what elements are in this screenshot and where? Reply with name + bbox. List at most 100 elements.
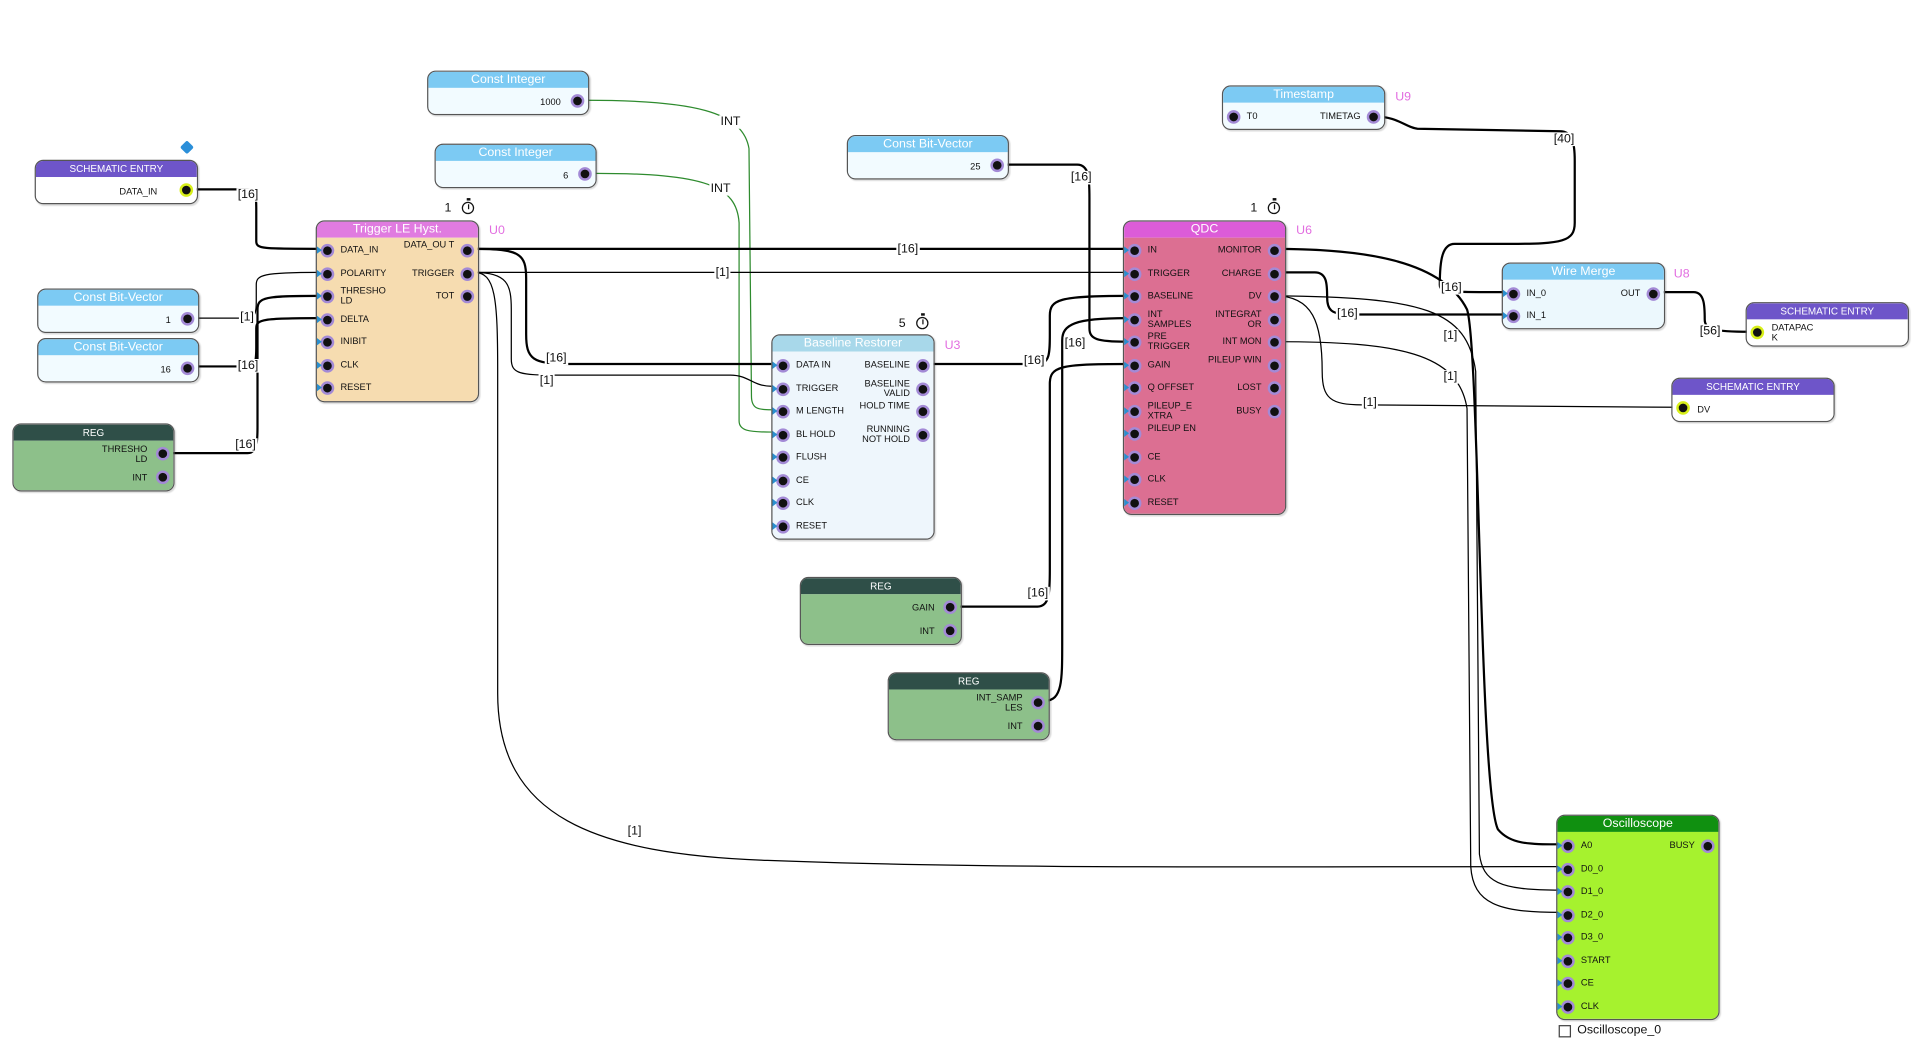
const-integer-block[interactable]: Const Integer 1000 (427, 70, 590, 116)
input-pin[interactable] (1561, 839, 1575, 853)
output-pin[interactable] (460, 243, 475, 258)
output-pin[interactable] (1267, 266, 1282, 281)
output-pin[interactable] (460, 289, 475, 304)
wire-label: [1] (1442, 329, 1459, 343)
output-pin[interactable] (916, 427, 930, 442)
output-pin[interactable] (1267, 312, 1282, 327)
network-icon (1558, 1025, 1572, 1038)
output-pin[interactable] (180, 361, 195, 376)
schematic-entry-block[interactable]: SCHEMATIC ENTRY DATA_IN (34, 159, 199, 205)
output-pin[interactable] (1267, 335, 1282, 350)
input-pin[interactable] (1127, 495, 1142, 510)
output-pin[interactable] (155, 470, 170, 485)
output-pin[interactable] (916, 404, 930, 419)
input-pin[interactable] (1750, 325, 1765, 340)
input-pin[interactable] (776, 427, 790, 442)
input-pin[interactable] (1676, 401, 1690, 415)
input-arrow-icon (316, 360, 322, 369)
output-pin[interactable] (1267, 243, 1282, 258)
input-pin[interactable] (1127, 404, 1142, 418)
input-pin[interactable] (320, 312, 335, 327)
reg-block[interactable]: REG INT_SAMP LES INT (887, 672, 1050, 741)
input-pin[interactable] (320, 289, 335, 304)
const-bit-vector-block[interactable]: Const Bit-Vector 1 (37, 288, 200, 334)
input-pin[interactable] (320, 243, 335, 258)
input-pin[interactable] (1561, 976, 1575, 991)
input-pin[interactable] (320, 358, 335, 373)
output-pin[interactable] (570, 94, 585, 108)
port-label: INT SAMPLES (1147, 307, 1192, 329)
const-bit-vector-block[interactable]: Const Bit-Vector 16 (37, 337, 200, 383)
output-pin[interactable] (180, 311, 195, 326)
input-pin[interactable] (320, 381, 335, 395)
output-pin[interactable] (943, 623, 957, 638)
reg-block[interactable]: REG GAIN INT (799, 576, 962, 645)
reg-block[interactable]: REG THRESHO LD INT (12, 423, 175, 492)
output-pin[interactable] (1267, 289, 1282, 304)
output-pin[interactable] (1267, 358, 1282, 373)
output-pin[interactable] (1366, 110, 1381, 124)
output-pin[interactable] (155, 446, 170, 461)
input-pin[interactable] (320, 266, 335, 281)
input-pin[interactable] (776, 519, 790, 533)
output-pin[interactable] (943, 600, 957, 615)
output-pin[interactable] (460, 266, 475, 281)
input-pin[interactable] (1506, 309, 1521, 324)
input-pin[interactable] (776, 404, 790, 419)
input-pin[interactable] (776, 473, 790, 488)
wire-intsamples (1044, 317, 1127, 702)
schematic-entry-block[interactable]: SCHEMATIC ENTRY DATAPAC K (1745, 302, 1909, 347)
input-arrow-icon (1557, 979, 1563, 987)
output-pin[interactable] (1646, 287, 1661, 301)
input-pin[interactable] (1127, 335, 1142, 350)
port-label: DATA_IN (340, 243, 379, 256)
output-pin[interactable] (1031, 695, 1045, 710)
input-pin[interactable] (776, 450, 790, 465)
input-pin[interactable] (776, 496, 790, 511)
output-pin[interactable] (916, 359, 930, 373)
input-pin[interactable] (1561, 999, 1575, 1014)
output-pin[interactable] (990, 158, 1005, 173)
wire-bv25-to-pretrigger (1005, 163, 1127, 343)
input-pin[interactable] (1127, 266, 1142, 281)
schematic-entry-block[interactable]: SCHEMATIC ENTRY DV (1671, 377, 1835, 423)
input-pin[interactable] (1127, 312, 1142, 327)
input-pin[interactable] (1506, 287, 1521, 301)
block-title: QDC (1124, 221, 1286, 238)
output-pin[interactable] (1031, 719, 1045, 733)
input-pin[interactable] (1561, 908, 1575, 922)
input-pin[interactable] (776, 381, 790, 396)
input-pin[interactable] (1561, 885, 1575, 899)
input-pin[interactable] (776, 359, 790, 373)
output-pin[interactable] (578, 167, 592, 181)
const-integer-block[interactable]: Const Integer 6 (434, 143, 597, 189)
const-bit-vector-block[interactable]: Const Bit-Vector 25 (846, 134, 1009, 180)
input-pin[interactable] (1127, 289, 1142, 304)
input-pin[interactable] (1226, 110, 1241, 124)
port-label: A0 (1580, 839, 1593, 851)
output-pin[interactable] (179, 183, 194, 197)
input-arrow-icon (772, 407, 778, 415)
input-pin[interactable] (1127, 358, 1142, 373)
input-pin[interactable] (320, 335, 335, 350)
wire-bv1-to-polarity (194, 271, 320, 319)
input-pin[interactable] (1561, 930, 1575, 945)
output-pin[interactable] (1267, 404, 1282, 418)
output-pin[interactable] (1701, 839, 1715, 853)
input-pin[interactable] (1127, 472, 1142, 487)
input-pin[interactable] (1127, 427, 1142, 441)
input-pin[interactable] (1127, 450, 1142, 464)
input-pin[interactable] (1127, 381, 1142, 395)
output-pin[interactable] (1267, 381, 1282, 395)
input-pin[interactable] (1561, 953, 1575, 968)
output-pin[interactable] (916, 381, 930, 396)
input-pin[interactable] (1561, 862, 1575, 876)
input-pin[interactable] (1127, 243, 1142, 258)
